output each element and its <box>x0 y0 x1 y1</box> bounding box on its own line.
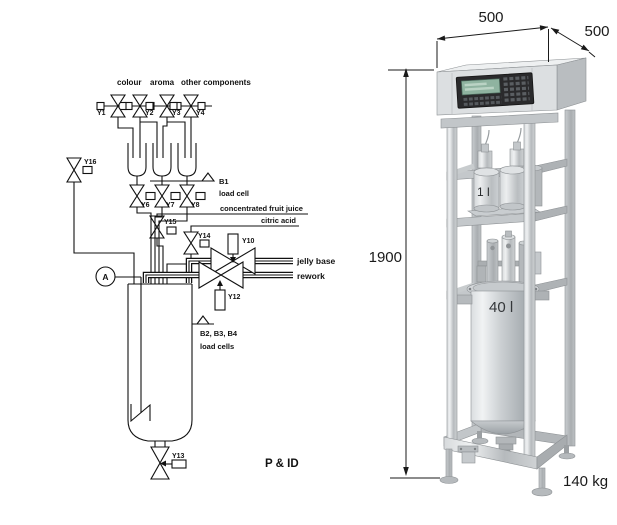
valve-y16-assembly: Y16 <box>66 157 135 284</box>
dimension-depth: 500 <box>550 23 610 58</box>
valve-y12-actuator: Y12 <box>214 280 241 311</box>
dosing-vessels <box>127 143 197 177</box>
main-vessel-capacity-label: 40 l <box>489 299 513 316</box>
vessel-outlet-pipes <box>136 176 188 185</box>
dosing-pipes <box>117 117 192 158</box>
load-cell-b1-icon <box>200 172 216 182</box>
valve-y7-icon <box>153 184 171 208</box>
lcd-display <box>461 78 501 96</box>
stream-label-colour: colour <box>117 78 141 87</box>
stream-label-other-components: other components <box>181 78 251 87</box>
dimension-depth-label: 500 <box>584 23 609 40</box>
valve-y16-solenoid <box>82 165 93 175</box>
keypad-buttons <box>463 75 530 106</box>
valve-y8-icon <box>178 184 196 208</box>
dimension-height: 1900 <box>369 68 440 479</box>
valve-y6-label: Y6 <box>141 202 150 209</box>
valve-y14-icon <box>182 231 200 255</box>
valve-y4-label: Y4 <box>196 110 205 117</box>
mixing-tank <box>127 283 193 442</box>
valve-y2-icon <box>131 94 149 118</box>
valve-y14-label: Y14 <box>198 233 211 240</box>
dimension-height-label: 1900 <box>369 249 402 266</box>
valve-y6-solenoid <box>145 191 156 201</box>
valve-y13-assembly: Y13 <box>150 441 187 480</box>
valve-y3-label: Y3 <box>172 110 181 117</box>
valve-y3-icon <box>158 94 176 118</box>
valve-y8-label: Y8 <box>191 202 200 209</box>
valve-y15-icon <box>148 215 166 239</box>
frame-post-front-right <box>523 115 536 461</box>
dosing-vessel-3 <box>177 143 197 177</box>
valve-y13-icon <box>150 446 170 480</box>
dimension-width: 500 <box>436 9 549 68</box>
weight-label: 140 kg <box>563 473 608 490</box>
agitator-label: A <box>102 272 108 282</box>
rework-pipe <box>142 271 293 283</box>
citric-acid-line <box>190 225 299 232</box>
load-cell-b1: B1 load cell <box>150 172 249 198</box>
small-vessel-capacity-label: 1 l <box>477 185 490 199</box>
dimension-width-label: 500 <box>478 9 503 26</box>
dosing-header-line <box>96 101 212 111</box>
fruit-juice-label: concentrated fruit juice <box>220 204 303 213</box>
control-box <box>436 57 587 129</box>
load-cell-b2-icon <box>195 315 211 325</box>
load-cell-b1-caption: load cell <box>219 189 249 198</box>
valve-y7-label: Y7 <box>166 202 175 209</box>
valve-y4-icon <box>182 94 200 118</box>
valve-y1-icon <box>109 94 127 118</box>
frame-post-front-left <box>446 119 458 443</box>
control-panel <box>455 72 535 109</box>
machine-render: 1 l <box>369 9 610 497</box>
citric-acid-label: citric acid <box>261 216 296 225</box>
valve-y1-label: Y1 <box>97 110 106 117</box>
valve-y14-solenoid <box>199 239 210 248</box>
jelly-base-label: jelly base <box>296 256 336 266</box>
valve-y13-label: Y13 <box>172 453 185 460</box>
fruit-juice-line <box>156 213 308 216</box>
valve-y16-icon <box>66 157 82 183</box>
frame-post-back-right <box>564 109 576 447</box>
dosing-vessel-1 <box>127 143 147 177</box>
load-cells-b2-caption: load cells <box>200 342 234 351</box>
stream-label-aroma: aroma <box>150 78 175 87</box>
mounting-clamp <box>457 445 479 464</box>
valve-y7-solenoid <box>170 191 181 201</box>
valve-y10-actuator: Y10 <box>227 233 255 263</box>
rework-label: rework <box>297 271 325 281</box>
pid-diagram: colour aroma other components Y1 Y2 Y3 Y… <box>66 78 336 480</box>
load-cells-b2-label: B2, B3, B4 <box>200 329 238 338</box>
valve-y6-icon <box>128 184 146 208</box>
agitator-symbol: A <box>95 266 151 423</box>
valve-y2-label: Y2 <box>145 110 154 117</box>
valve-y13-solenoid <box>171 459 187 469</box>
valve-y15-label: Y15 <box>164 219 177 226</box>
frame-rail-bottom-front <box>443 436 538 470</box>
valve-y16-label: Y16 <box>84 159 97 166</box>
load-cells-b2-b4: B2, B3, B4 load cells <box>192 315 238 351</box>
leveling-feet <box>439 431 576 497</box>
valve-y15-solenoid <box>166 226 177 235</box>
dosing-vessel-2 <box>152 143 172 177</box>
valve-y8-solenoid <box>195 191 206 201</box>
valve-y12-label: Y12 <box>228 294 241 301</box>
valve-rework-icon <box>198 261 244 289</box>
vessel-outlet <box>495 436 517 445</box>
load-cell-b1-label: B1 <box>219 177 229 186</box>
valve-y10-label: Y10 <box>242 238 255 245</box>
impeller-icon <box>130 403 151 423</box>
pid-title: P & ID <box>265 458 299 470</box>
